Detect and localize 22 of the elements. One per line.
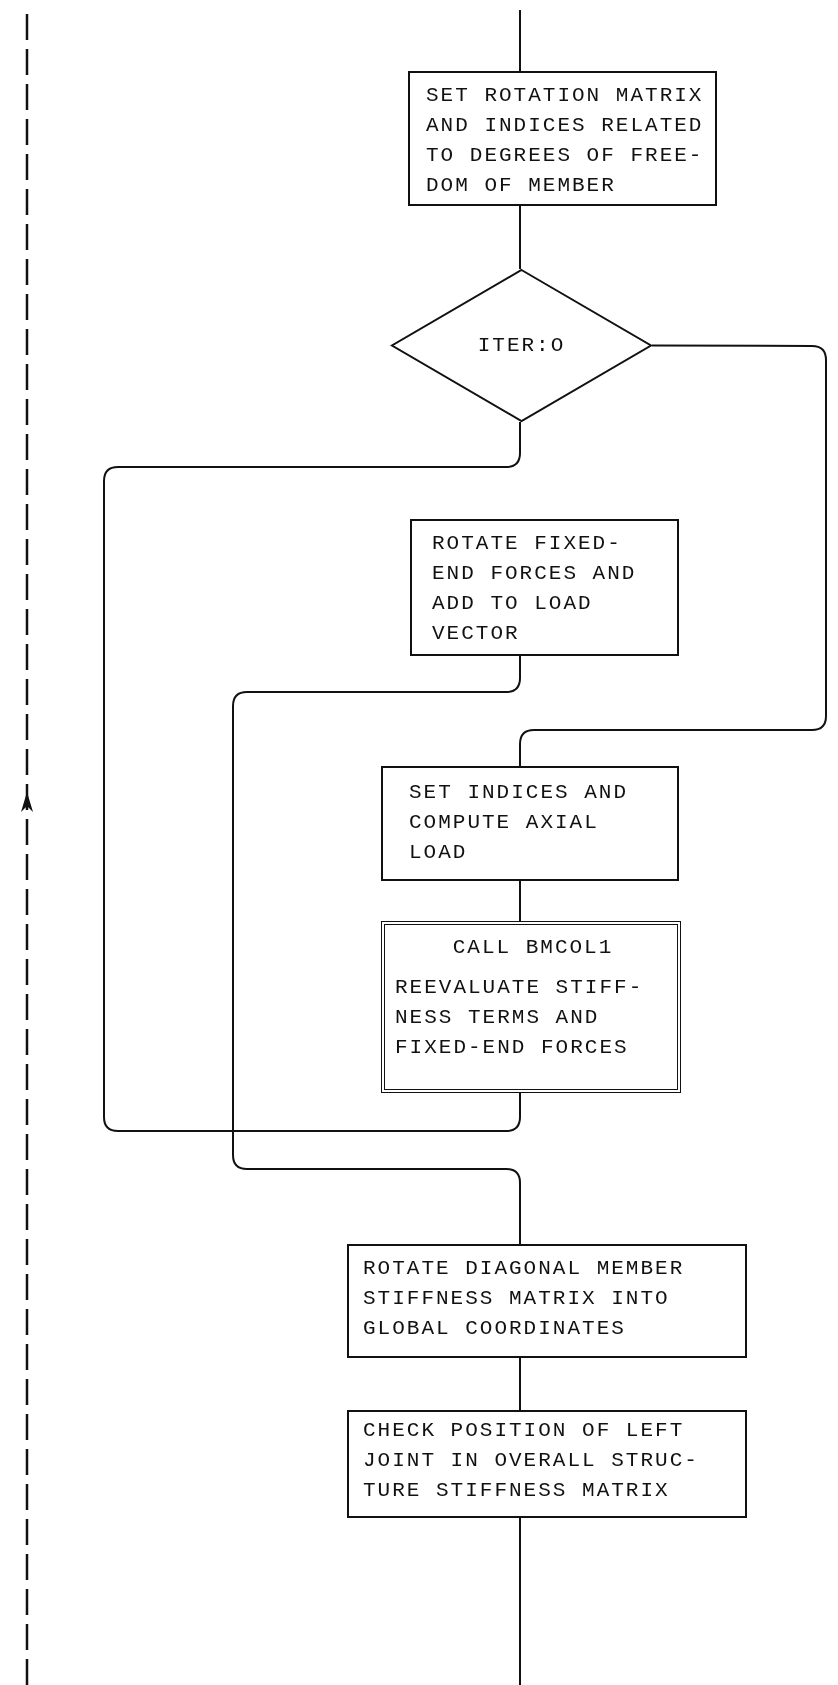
process-box <box>381 766 679 881</box>
flow-line <box>519 9 521 72</box>
process-box <box>410 519 679 656</box>
flow-line <box>519 205 521 270</box>
process-text: ROTATE DIAGONAL MEMBER STIFFNESS MATRIX INTO GLOBAL COORDINATES <box>363 1256 686 1342</box>
flow-line <box>519 1357 521 1411</box>
subroutine-call-text: CALL BMCOL1 <box>451 935 615 961</box>
process-text: SET INDICES AND COMPUTE AXIAL LOAD <box>409 780 630 866</box>
flow-line <box>519 1517 521 1685</box>
process-box <box>408 71 717 206</box>
process-box <box>347 1244 747 1358</box>
flow-line <box>232 655 521 1245</box>
flow-line <box>103 421 521 1132</box>
flow-line <box>519 344 827 767</box>
process-text: ROTATE FIXED-END FORCES AND ADD TO LOAD VECTOR <box>432 531 638 647</box>
process-text: CHECK POSITION OF LEFT JOINT IN OVERALL STRUC-TURE STIFFNESS MATRIX <box>363 1418 700 1504</box>
process-box <box>347 1410 747 1518</box>
process-text: SET ROTATION MATRIX AND INDICES RELATED TO DEGREES OF FREE-DOM OF MEMBER <box>426 83 705 199</box>
subroutine-box <box>381 921 681 1093</box>
flow-line <box>519 880 521 922</box>
process-text: REEVALUATE STIFF-NESS TERMS AND FIXED-END FORCES <box>395 975 645 1061</box>
decision-label: ITER:O <box>477 332 566 359</box>
